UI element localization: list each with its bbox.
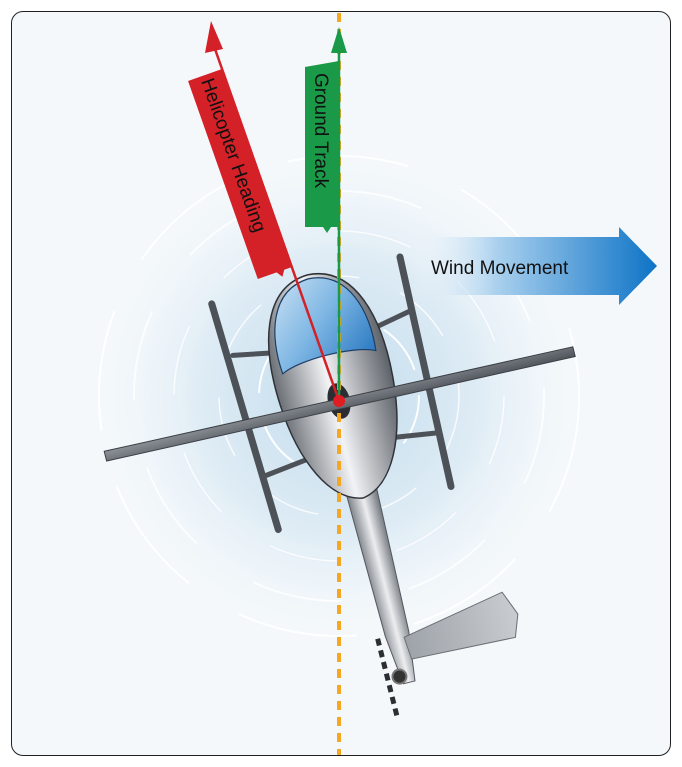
ground-track-label: Ground Track xyxy=(310,73,331,189)
wind-movement-label: Wind Movement xyxy=(431,258,569,279)
crab-diagram: Wind Movement Ground Track Helicopter He… xyxy=(89,13,657,755)
tail-rotor xyxy=(375,638,408,717)
helicopter-heading-arrow xyxy=(188,21,345,407)
helicopter xyxy=(103,253,576,717)
ground-track-arrow xyxy=(305,27,347,399)
horizontal-stabilizer xyxy=(403,591,519,660)
canopy xyxy=(274,277,377,375)
diagram-frame: Wind Movement Ground Track Helicopter He… xyxy=(11,11,671,756)
wind-movement-arrow xyxy=(411,227,657,305)
